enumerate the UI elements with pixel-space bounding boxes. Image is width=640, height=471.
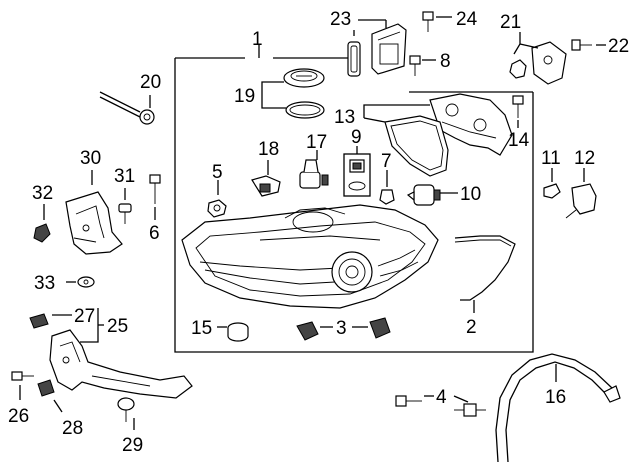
leveling-motor <box>406 184 441 206</box>
callout-25: 25 <box>107 316 128 337</box>
headlamp-housing <box>181 204 439 309</box>
callout-labels: 1 2 3 4 5 6 7 8 9 10 11 12 13 14 15 16 1… <box>8 9 629 456</box>
callout-4: 4 <box>436 387 447 408</box>
headlight-bulb <box>299 159 329 189</box>
callout-1: 1 <box>252 29 263 50</box>
callout-21: 21 <box>500 12 521 33</box>
callout-5: 5 <box>212 162 223 183</box>
retaining-clip-32 <box>33 223 51 243</box>
callout-16: 16 <box>545 387 566 408</box>
push-pin-31 <box>118 203 132 224</box>
sensor-probe <box>99 91 155 125</box>
callout-3: 3 <box>336 318 347 339</box>
callout-23: 23 <box>330 9 351 30</box>
adjusting-screw <box>512 95 524 118</box>
callout-28: 28 <box>62 418 83 439</box>
control-module-pad <box>347 41 361 77</box>
bolt-8 <box>409 55 421 76</box>
led-light-strip <box>454 235 516 301</box>
callout-10: 10 <box>460 184 481 205</box>
callout-2: 2 <box>466 317 477 338</box>
callout-14: 14 <box>508 130 530 151</box>
callout-8: 8 <box>440 51 451 72</box>
callout-24: 24 <box>456 9 478 30</box>
grommet <box>543 183 561 199</box>
mounting-bracket-small <box>509 59 527 79</box>
mounting-bracket-right <box>531 41 567 85</box>
bolt-6 <box>149 174 161 204</box>
washer-hose <box>495 353 621 463</box>
callout-19: 19 <box>234 86 255 107</box>
support-bracket <box>65 191 123 255</box>
cover-cap <box>227 322 249 342</box>
callout-30: 30 <box>80 148 101 169</box>
callout-17: 17 <box>306 132 327 153</box>
connector <box>379 189 395 205</box>
callout-15: 15 <box>191 318 212 339</box>
bolt-26 <box>11 371 34 381</box>
bolt-29 <box>117 397 135 422</box>
bulb-socket <box>251 175 281 197</box>
clip-28 <box>37 379 55 397</box>
mounting-clips <box>296 317 391 341</box>
bolt-4-right <box>454 403 486 417</box>
callout-29: 29 <box>122 435 143 456</box>
o-ring-seal <box>285 101 325 119</box>
bolt-4-left <box>395 395 422 407</box>
adjuster-nut <box>207 199 227 218</box>
housing-gasket <box>384 115 449 177</box>
callout-32: 32 <box>32 183 53 204</box>
callout-20: 20 <box>140 72 161 93</box>
clip-27 <box>29 313 49 329</box>
callout-9: 9 <box>351 127 362 148</box>
callout-7: 7 <box>381 151 392 172</box>
washer <box>77 276 95 288</box>
callout-26: 26 <box>8 406 29 427</box>
lower-mounting-bracket <box>49 329 193 399</box>
headlamp-assembly-frame <box>174 45 534 353</box>
callout-18: 18 <box>258 139 279 160</box>
callout-27: 27 <box>74 306 95 327</box>
callout-11: 11 <box>541 148 561 169</box>
rear-housing-cover <box>429 93 513 156</box>
callout-22: 22 <box>608 36 629 57</box>
bolt-22 <box>571 39 592 51</box>
callout-33: 33 <box>34 273 55 294</box>
access-cap <box>283 68 325 88</box>
wiring-connector <box>565 183 597 219</box>
bolt-24 <box>422 11 434 32</box>
callout-6: 6 <box>149 223 160 244</box>
callout-31: 31 <box>114 166 135 187</box>
ballast-module <box>371 23 407 75</box>
seal-kit <box>343 153 371 197</box>
callout-12: 12 <box>574 148 595 169</box>
callout-13: 13 <box>334 107 355 128</box>
